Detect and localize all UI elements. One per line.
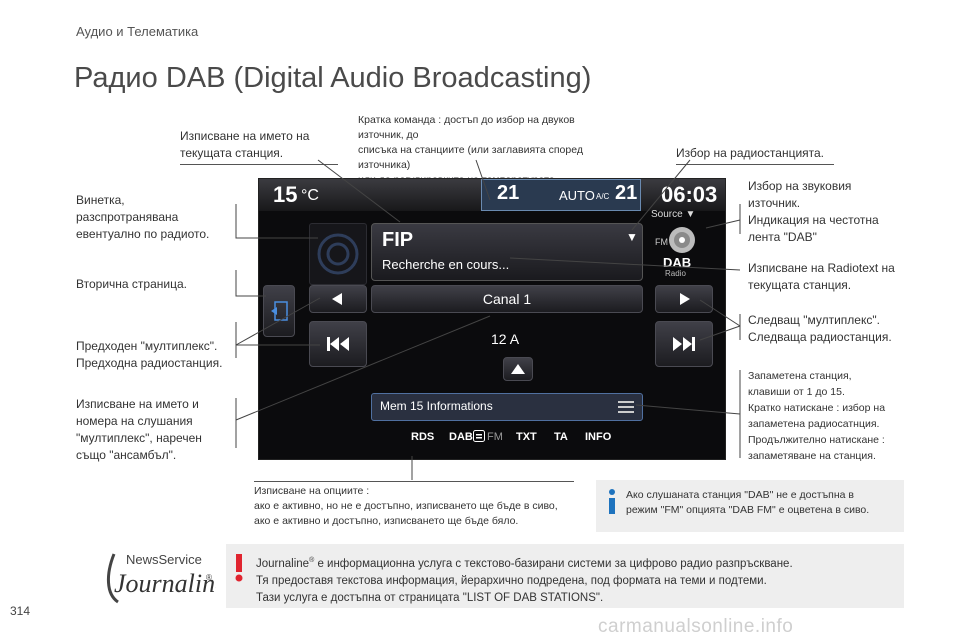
annotation-next-multiplex: Следващ "мултиплекс". Следваща радиостан… bbox=[748, 313, 892, 344]
ac-label: A/C bbox=[596, 192, 610, 201]
annotation-vignette: Винетка, разспротранявана евентуално по … bbox=[76, 193, 210, 241]
source-label[interactable]: Source ▼ bbox=[651, 209, 696, 220]
station-box[interactable]: FIP Recherche en cours... ▼ bbox=[371, 223, 643, 281]
annotation-audio-source: Избор на звуковия източник. Индикация на… bbox=[748, 179, 879, 244]
dab-disc-icon bbox=[669, 227, 695, 253]
journaline-notice-text: Journaline® е информационна услуга с тек… bbox=[256, 552, 896, 607]
next-arrow-icon bbox=[680, 293, 690, 305]
temp-unit: °C bbox=[301, 187, 319, 204]
annotation-multiplex-name: Изписване на името и номера на слушания … bbox=[76, 397, 202, 462]
shortcut-zone[interactable] bbox=[481, 179, 641, 211]
up-arrow-icon bbox=[511, 364, 525, 374]
annotation-options: Изписване на опциите : ако е активно, но… bbox=[254, 481, 574, 529]
annotation-station-select: Избор на радиостанцията. bbox=[676, 145, 834, 165]
station-name: FIP bbox=[382, 229, 414, 251]
next-station-icon bbox=[673, 337, 695, 351]
annotation-radiotext: Изписване на Radiotext на текущата станц… bbox=[748, 261, 895, 292]
next-station-button[interactable] bbox=[655, 321, 713, 367]
radio-label: Radio bbox=[665, 269, 686, 278]
page-title: Радио DAB (Digital Audio Broadcasting) bbox=[74, 62, 592, 94]
tab-fm-suffix: FM bbox=[487, 431, 503, 443]
vignette-disc-icon bbox=[317, 233, 359, 275]
annotation-memorized: Запаметена станция, клавиши от 1 до 15. … bbox=[748, 370, 886, 462]
temp-left[interactable]: 15 bbox=[273, 182, 298, 207]
fm-label: FM bbox=[655, 237, 668, 247]
prev-arrow-icon bbox=[332, 293, 342, 305]
warning-icon bbox=[235, 554, 243, 582]
page-number: 314 bbox=[10, 604, 31, 618]
station-dropdown-icon[interactable]: ▼ bbox=[626, 230, 638, 244]
journaline-notice: Journaline® е информационна услуга с тек… bbox=[226, 544, 904, 608]
annotation-secondary-page: Вторична страница. bbox=[76, 277, 187, 291]
svg-text:Journaline: Journaline bbox=[114, 569, 216, 598]
memory-label: Mem 15 Informations bbox=[380, 399, 493, 413]
svg-text:NewsService: NewsService bbox=[126, 552, 202, 567]
radiotext-label: Recherche en cours... bbox=[382, 257, 510, 272]
prev-station-icon bbox=[327, 337, 349, 351]
fan-value: 21 bbox=[497, 182, 520, 204]
dab-screen: 15 °C 21 AUTO A/C 21 06:03 Source ▼ FIP … bbox=[258, 178, 726, 460]
info-icon bbox=[609, 489, 615, 514]
annotation-prev-multiplex: Предходен "мултиплекс". Предходна радиос… bbox=[76, 339, 223, 370]
registered-mark: ® bbox=[309, 557, 315, 564]
tab-rds[interactable]: RDS bbox=[411, 431, 435, 443]
list-icon[interactable] bbox=[618, 400, 634, 414]
tab-dab[interactable]: DAB bbox=[449, 431, 473, 443]
section-header: Аудио и Телематика bbox=[76, 24, 199, 39]
next-multiplex-button[interactable] bbox=[655, 285, 713, 313]
multiplex-name: Canal 1 bbox=[371, 285, 643, 313]
journaline-logo: NewsService Journaline ® bbox=[96, 544, 227, 608]
memory-box[interactable]: Mem 15 Informations bbox=[371, 393, 643, 421]
journaline-body: е информационна услуга с текстово-базира… bbox=[256, 557, 793, 604]
dab-fm-switch-icon bbox=[473, 430, 485, 442]
tab-txt[interactable]: TXT bbox=[516, 431, 537, 443]
prev-station-button[interactable] bbox=[309, 321, 367, 367]
tab-ta[interactable]: TA bbox=[554, 431, 568, 443]
annotation-current-station-name: Изписване на името на текущата станция. bbox=[180, 128, 338, 165]
temp-right[interactable]: 21 bbox=[615, 182, 638, 204]
svg-text:®: ® bbox=[206, 573, 212, 582]
auto-label: AUTO bbox=[559, 188, 595, 203]
info-notice: Ако слушаната станция "DAB" не е достъпн… bbox=[596, 480, 904, 532]
clock: 06:03 bbox=[661, 182, 718, 207]
info-notice-text: Ако слушаната станция "DAB" не е достъпн… bbox=[626, 489, 870, 516]
vignette-area bbox=[309, 223, 367, 285]
journaline-logo-graphic: NewsService Journaline ® bbox=[107, 552, 227, 604]
secondary-page-button[interactable] bbox=[263, 285, 295, 337]
tab-info[interactable]: INFO bbox=[585, 431, 612, 443]
watermark: carmanualsonline.info bbox=[598, 616, 794, 637]
multiplex-number: 12 A bbox=[491, 331, 520, 347]
journaline-lead: Journaline bbox=[256, 557, 310, 570]
scroll-up-button[interactable] bbox=[503, 357, 533, 381]
